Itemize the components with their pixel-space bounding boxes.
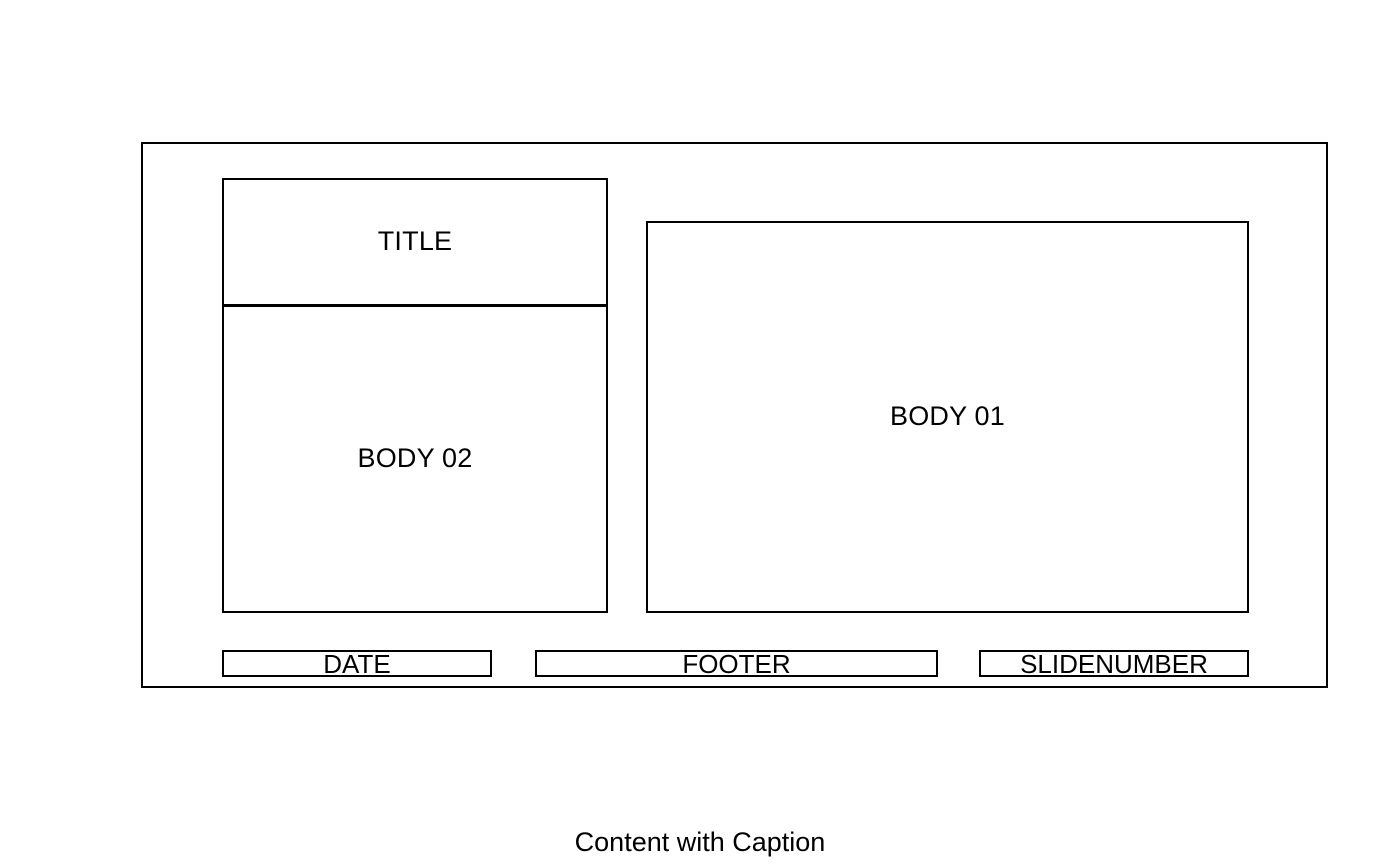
body-01-placeholder-label: BODY 01 bbox=[890, 401, 1005, 432]
layout-caption: Content with Caption bbox=[574, 827, 826, 857]
footer-placeholder-label: FOOTER bbox=[682, 648, 791, 679]
title-placeholder[interactable]: TITLE bbox=[222, 178, 608, 306]
date-placeholder[interactable]: DATE bbox=[222, 650, 492, 677]
slide-number-placeholder[interactable]: SLIDENUMBER bbox=[979, 650, 1249, 677]
footer-placeholder[interactable]: FOOTER bbox=[535, 650, 938, 677]
body-02-placeholder-label: BODY 02 bbox=[357, 443, 473, 474]
slide-layout-frame: TITLE BODY 02 BODY 01 DATE FOOTER SLIDEN… bbox=[141, 142, 1328, 688]
body-01-placeholder[interactable]: BODY 01 bbox=[646, 221, 1249, 613]
slide-number-placeholder-label: SLIDENUMBER bbox=[1020, 648, 1208, 679]
title-placeholder-label: TITLE bbox=[377, 226, 453, 257]
date-placeholder-label: DATE bbox=[323, 648, 391, 679]
body-02-placeholder[interactable]: BODY 02 bbox=[222, 305, 608, 613]
